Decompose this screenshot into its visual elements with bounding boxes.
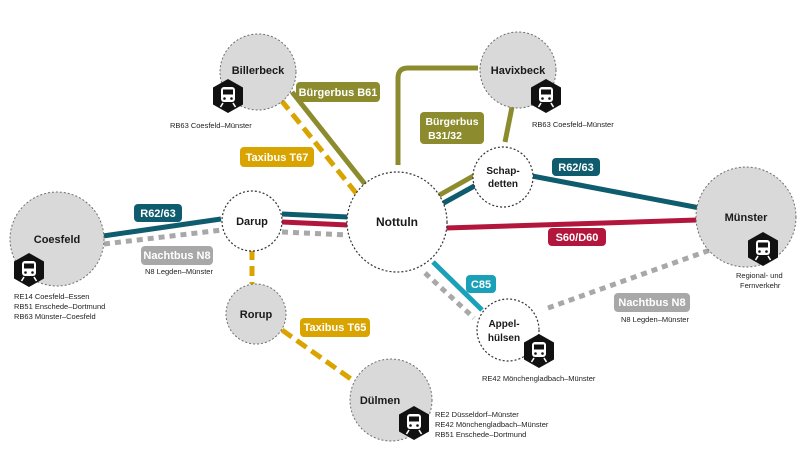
- tag-taxibus-t65-text: Taxibus T65: [304, 322, 367, 334]
- tag-nachtbus-n8-west-text: Nachtbus N8: [143, 250, 210, 262]
- label-appelhuelsen-2: hülsen: [488, 333, 520, 344]
- route-r62-63-west-line: [102, 216, 222, 239]
- route-n8-east-line: [547, 247, 711, 311]
- tag-taxibus-t67[interactable]: Taxibus T67: [240, 147, 314, 167]
- tag-taxibus-t65[interactable]: Taxibus T65: [300, 318, 370, 337]
- route-darup-grey: [281, 229, 349, 238]
- route-darup-red: [281, 219, 349, 228]
- tag-buergerbus-b31-32[interactable]: Bürgerbus B31/32: [420, 112, 484, 144]
- node-nottuln[interactable]: [346, 171, 448, 273]
- node-darup[interactable]: [221, 190, 283, 252]
- tag-r62-63-east[interactable]: R62/63: [552, 158, 600, 176]
- node-appelhuelsen[interactable]: [476, 298, 540, 362]
- tag-r62-63-west[interactable]: R62/63: [134, 204, 182, 222]
- label-duelmen: Dülmen: [360, 395, 401, 407]
- route-b31-32-line: [395, 65, 478, 165]
- tag-nachtbus-n8-west[interactable]: Nachtbus N8: [141, 246, 213, 265]
- route-r62-63-east-line: [531, 173, 701, 211]
- label-rorup: Rorup: [240, 309, 273, 321]
- info-coesfeld-2: RB51 Enschede–Dortmund: [14, 302, 105, 311]
- info-muenster-2: Fernverkehr: [740, 281, 781, 290]
- label-coesfeld: Coesfeld: [34, 234, 80, 246]
- label-havixbeck: Havixbeck: [491, 65, 546, 77]
- info-duelmen-3: RB51 Enschede–Dortmund: [435, 430, 526, 439]
- tag-buergerbus-b31-32-text-2: B31/32: [428, 130, 462, 142]
- tag-s60-d60-text: S60/D60: [556, 232, 599, 244]
- label-nottuln: Nottuln: [376, 215, 418, 229]
- tag-buergerbus-b31-32-text-1: Bürgerbus: [425, 116, 478, 128]
- info-n8-east: N8 Legden–Münster: [621, 315, 689, 324]
- tag-nachtbus-n8-east[interactable]: Nachtbus N8: [614, 293, 690, 312]
- route-n8-west-line: [103, 227, 223, 247]
- info-duelmen-1: RE2 Düsseldorf–Münster: [435, 410, 519, 419]
- info-n8-west: N8 Legden–Münster: [145, 267, 213, 276]
- tag-c85[interactable]: C85: [466, 275, 496, 293]
- label-schapdetten-2: detten: [488, 179, 518, 190]
- tag-r62-63-west-text: R62/63: [140, 208, 175, 220]
- route-darup-teal: [281, 211, 349, 220]
- label-muenster: Münster: [725, 212, 769, 224]
- info-havixbeck: RB63 Coesfeld–Münster: [532, 120, 614, 129]
- label-billerbeck: Billerbeck: [232, 65, 285, 77]
- tag-taxibus-t67-text: Taxibus T67: [246, 152, 309, 164]
- route-t67-line: [279, 98, 362, 200]
- tag-buergerbus-b61[interactable]: Bürgerbus B61: [296, 82, 380, 102]
- route-t65-line: [280, 327, 360, 387]
- info-coesfeld-3: RB63 Münster–Coesfeld: [14, 312, 96, 321]
- label-schapdetten-1: Schap-: [486, 166, 519, 177]
- route-s60-d60-line: [445, 217, 698, 231]
- info-duelmen-2: RE42 Mönchengladbach–Münster: [435, 420, 549, 429]
- label-darup: Darup: [236, 216, 268, 228]
- route-b31-32-line-2: [502, 101, 516, 143]
- node-schapdetten[interactable]: [472, 146, 534, 208]
- tag-c85-text: C85: [471, 279, 491, 291]
- route-n8-south-line: [423, 271, 476, 320]
- route-b61-line: [290, 90, 374, 195]
- info-appelhuelsen: RE42 Mönchengladbach–Münster: [482, 374, 596, 383]
- tag-r62-63-east-text: R62/63: [558, 162, 593, 174]
- route-c85-line: [431, 260, 484, 312]
- route-schapdetten-teal: [438, 181, 480, 208]
- tag-buergerbus-b61-text: Bürgerbus B61: [299, 87, 378, 99]
- info-coesfeld-1: RE14 Coesfeld–Essen: [14, 292, 89, 301]
- tag-nachtbus-n8-east-text: Nachtbus N8: [618, 297, 685, 309]
- label-appelhuelsen-1: Appel-: [488, 319, 519, 330]
- node-rorup[interactable]: [225, 283, 287, 345]
- route-schapdetten-olive: [434, 172, 477, 200]
- info-muenster-1: Regional- und: [736, 271, 783, 280]
- tag-s60-d60[interactable]: S60/D60: [548, 228, 606, 246]
- info-billerbeck: RB63 Coesfeld–Münster: [170, 121, 252, 130]
